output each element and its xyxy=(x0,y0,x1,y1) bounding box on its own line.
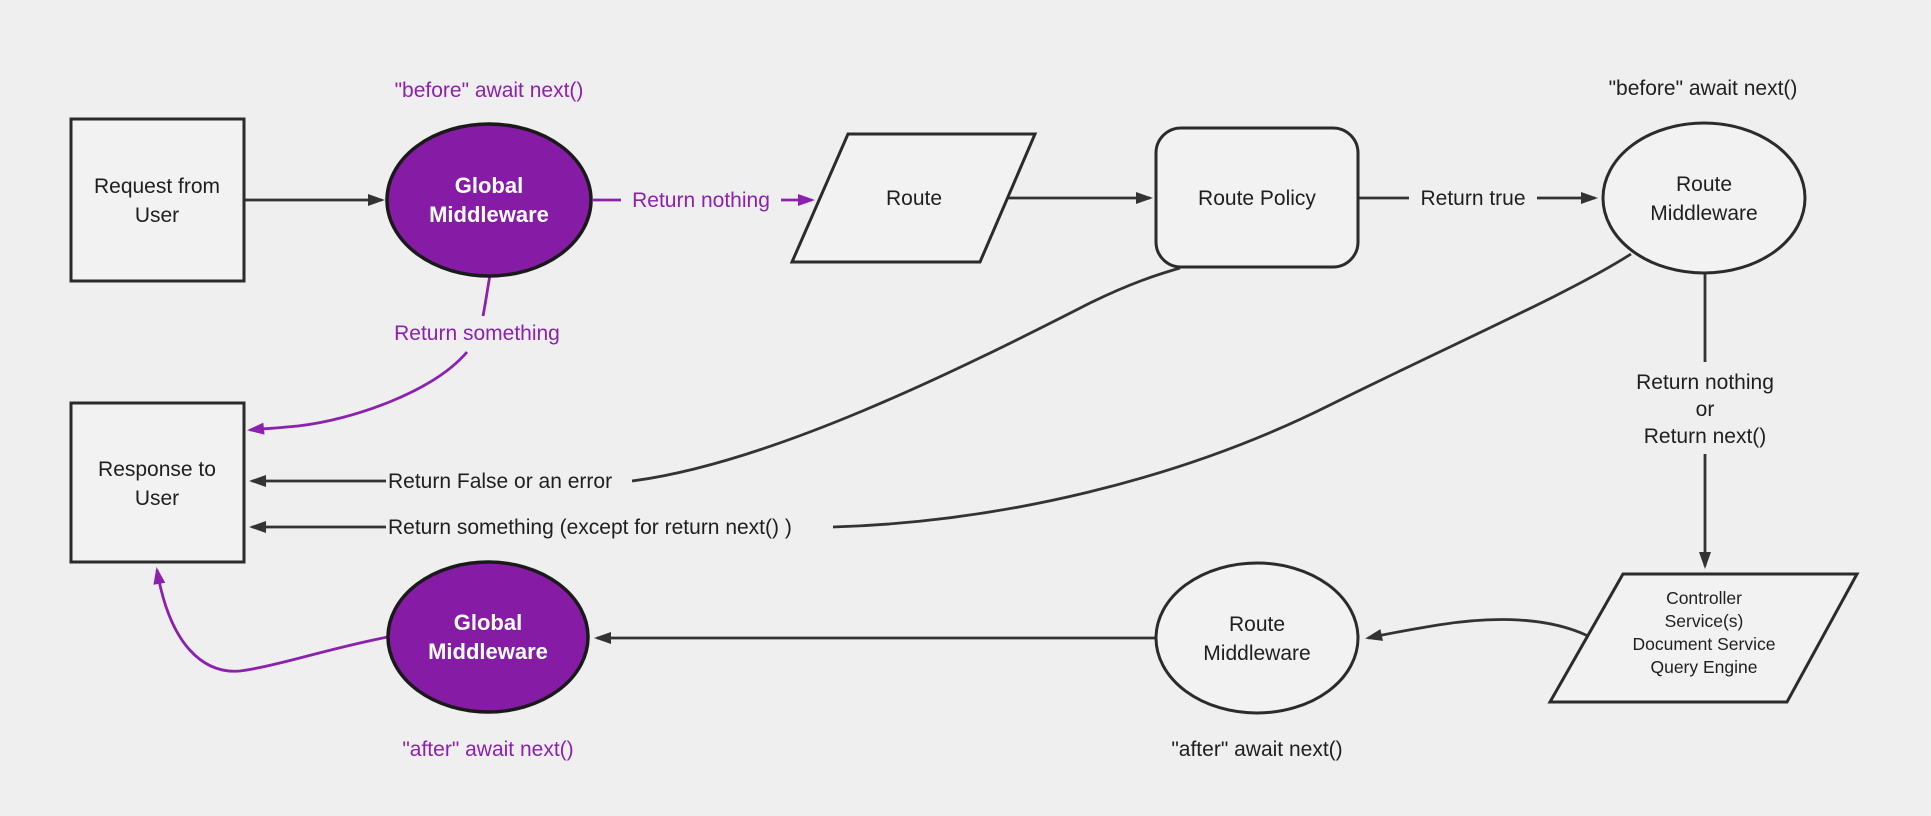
node-route-middleware-top: Route Middleware xyxy=(1601,121,1807,275)
route-middleware-bottom-ellipse xyxy=(1154,561,1360,715)
global-middleware-bottom-label-line2: Middleware xyxy=(428,639,548,664)
label-return-nothing-or-line1: Return nothing xyxy=(1636,371,1774,394)
label-return-nothing-or-line3: Return next() xyxy=(1644,425,1767,448)
edge-policy-to-response-segment2 xyxy=(631,266,1181,483)
route-middleware-bottom-label-line1: Route xyxy=(1229,613,1285,636)
edges xyxy=(153,192,1711,673)
edge-global-top-to-response-segment2 xyxy=(247,351,469,435)
label-return-true: Return true xyxy=(1420,187,1525,210)
response-to-user-label-line2: User xyxy=(135,487,179,510)
edge-controllers-to-routemw-bottom xyxy=(1365,618,1589,641)
global-middleware-top-label-line2: Middleware xyxy=(429,202,549,227)
route-middleware-top-label-line2: Middleware xyxy=(1650,202,1757,225)
node-route-policy: Route Policy xyxy=(1154,126,1360,269)
node-request-from-user: Request from User xyxy=(69,117,246,283)
response-to-user-label-line1: Response to xyxy=(98,458,216,481)
global-middleware-top-ellipse xyxy=(385,122,593,278)
node-route-middleware-bottom: Route Middleware xyxy=(1154,561,1360,715)
request-from-user-label-line2: User xyxy=(135,204,179,227)
label-after-await-next-global: "after" await next() xyxy=(402,738,573,761)
label-before-await-next-global: "before" await next() xyxy=(395,79,584,102)
node-global-middleware-top: Global Middleware xyxy=(385,122,593,278)
label-before-await-next-route: "before" await next() xyxy=(1609,77,1798,100)
edge-global-top-to-response-segment1 xyxy=(481,274,492,317)
label-return-nothing: Return nothing xyxy=(632,189,770,212)
route-middleware-top-ellipse xyxy=(1601,121,1807,275)
route-middleware-top-label-line1: Route xyxy=(1676,173,1732,196)
controllers-label-line3: Document Service xyxy=(1633,634,1776,654)
node-response-to-user: Response to User xyxy=(69,401,246,564)
node-controllers: Controller Service(s) Document Service Q… xyxy=(1547,572,1860,704)
controllers-label-line2: Service(s) xyxy=(1665,611,1744,631)
edge-labels: "before" await next() "before" await nex… xyxy=(388,77,1797,761)
global-middleware-bottom-label-line1: Global xyxy=(454,610,522,635)
controllers-parallelogram xyxy=(1547,572,1860,704)
edge-global-bottom-to-response xyxy=(153,567,389,673)
route-label: Route xyxy=(886,187,942,210)
response-to-user-box xyxy=(69,401,246,564)
global-middleware-top-label-line1: Global xyxy=(455,173,523,198)
label-return-false-or-error: Return False or an error xyxy=(388,470,612,493)
label-return-something: Return something xyxy=(394,322,560,345)
node-route: Route xyxy=(789,132,1038,264)
route-parallelogram xyxy=(789,132,1038,264)
request-from-user-label-line1: Request from xyxy=(94,175,220,198)
controllers-label-line1: Controller xyxy=(1666,588,1742,608)
global-middleware-bottom-ellipse xyxy=(386,560,590,714)
label-return-nothing-or-line2: or xyxy=(1696,398,1715,421)
controllers-label-line4: Query Engine xyxy=(1650,657,1757,677)
edge-routemw-to-response-segment2 xyxy=(832,252,1632,529)
label-return-something-except: Return something (except for return next… xyxy=(388,516,792,539)
label-after-await-next-route: "after" await next() xyxy=(1171,738,1342,761)
route-policy-label: Route Policy xyxy=(1198,187,1316,210)
route-middleware-bottom-label-line2: Middleware xyxy=(1203,642,1310,665)
node-global-middleware-bottom: Global Middleware xyxy=(386,560,590,714)
request-from-user-box xyxy=(69,117,246,283)
route-policy-box xyxy=(1154,126,1360,269)
